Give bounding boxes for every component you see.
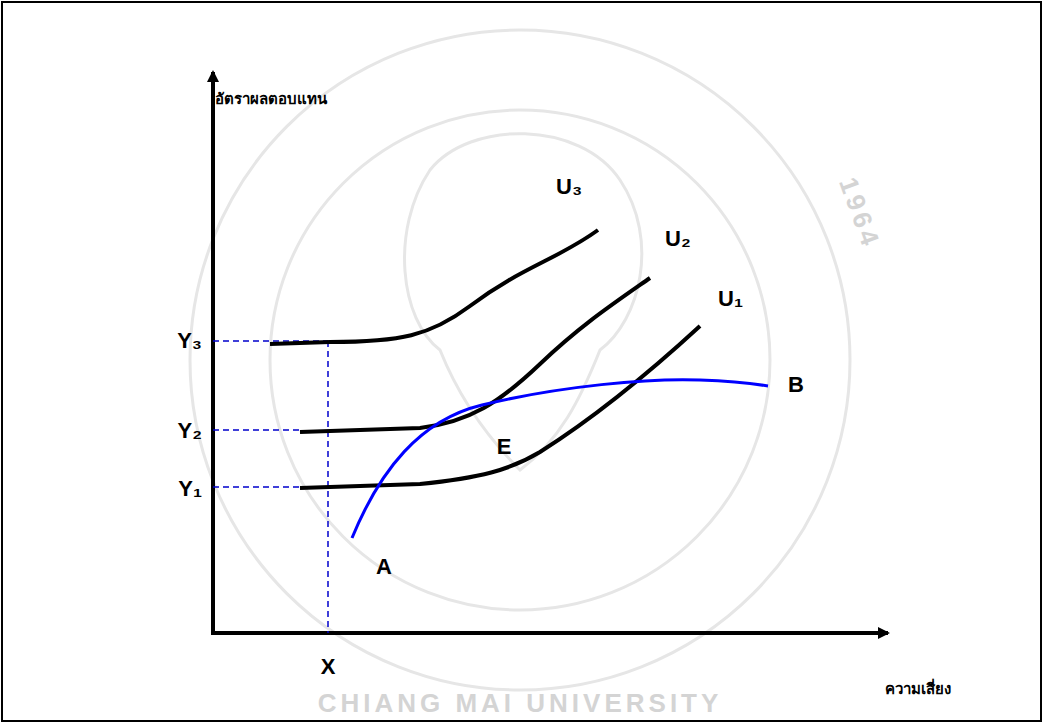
watermark-text: CHIANG MAI UNIVERSITY — [318, 690, 723, 716]
investment-frontier — [352, 380, 768, 538]
axis-title: ความเสี่ยง — [885, 682, 951, 697]
axis-value: X — [321, 656, 336, 678]
curve-label: U₂ — [665, 228, 691, 250]
watermark-emblem — [190, 30, 850, 690]
axis-value: Y₂ — [178, 420, 202, 442]
axis-value: Y₃ — [177, 330, 202, 352]
y-axis — [211, 72, 215, 634]
curve-label: U₃ — [556, 176, 582, 198]
point-label: B — [788, 374, 804, 396]
curve-label: U₁ — [718, 288, 743, 310]
axis-title: อัตราผลตอบแทน — [215, 92, 327, 107]
indifference-curves — [270, 230, 700, 488]
x-axis — [211, 631, 888, 635]
watermark-text: 1964 — [835, 174, 885, 252]
axis-value: Y₁ — [178, 478, 202, 500]
point-label: E — [497, 436, 512, 458]
point-label: A — [376, 556, 392, 578]
